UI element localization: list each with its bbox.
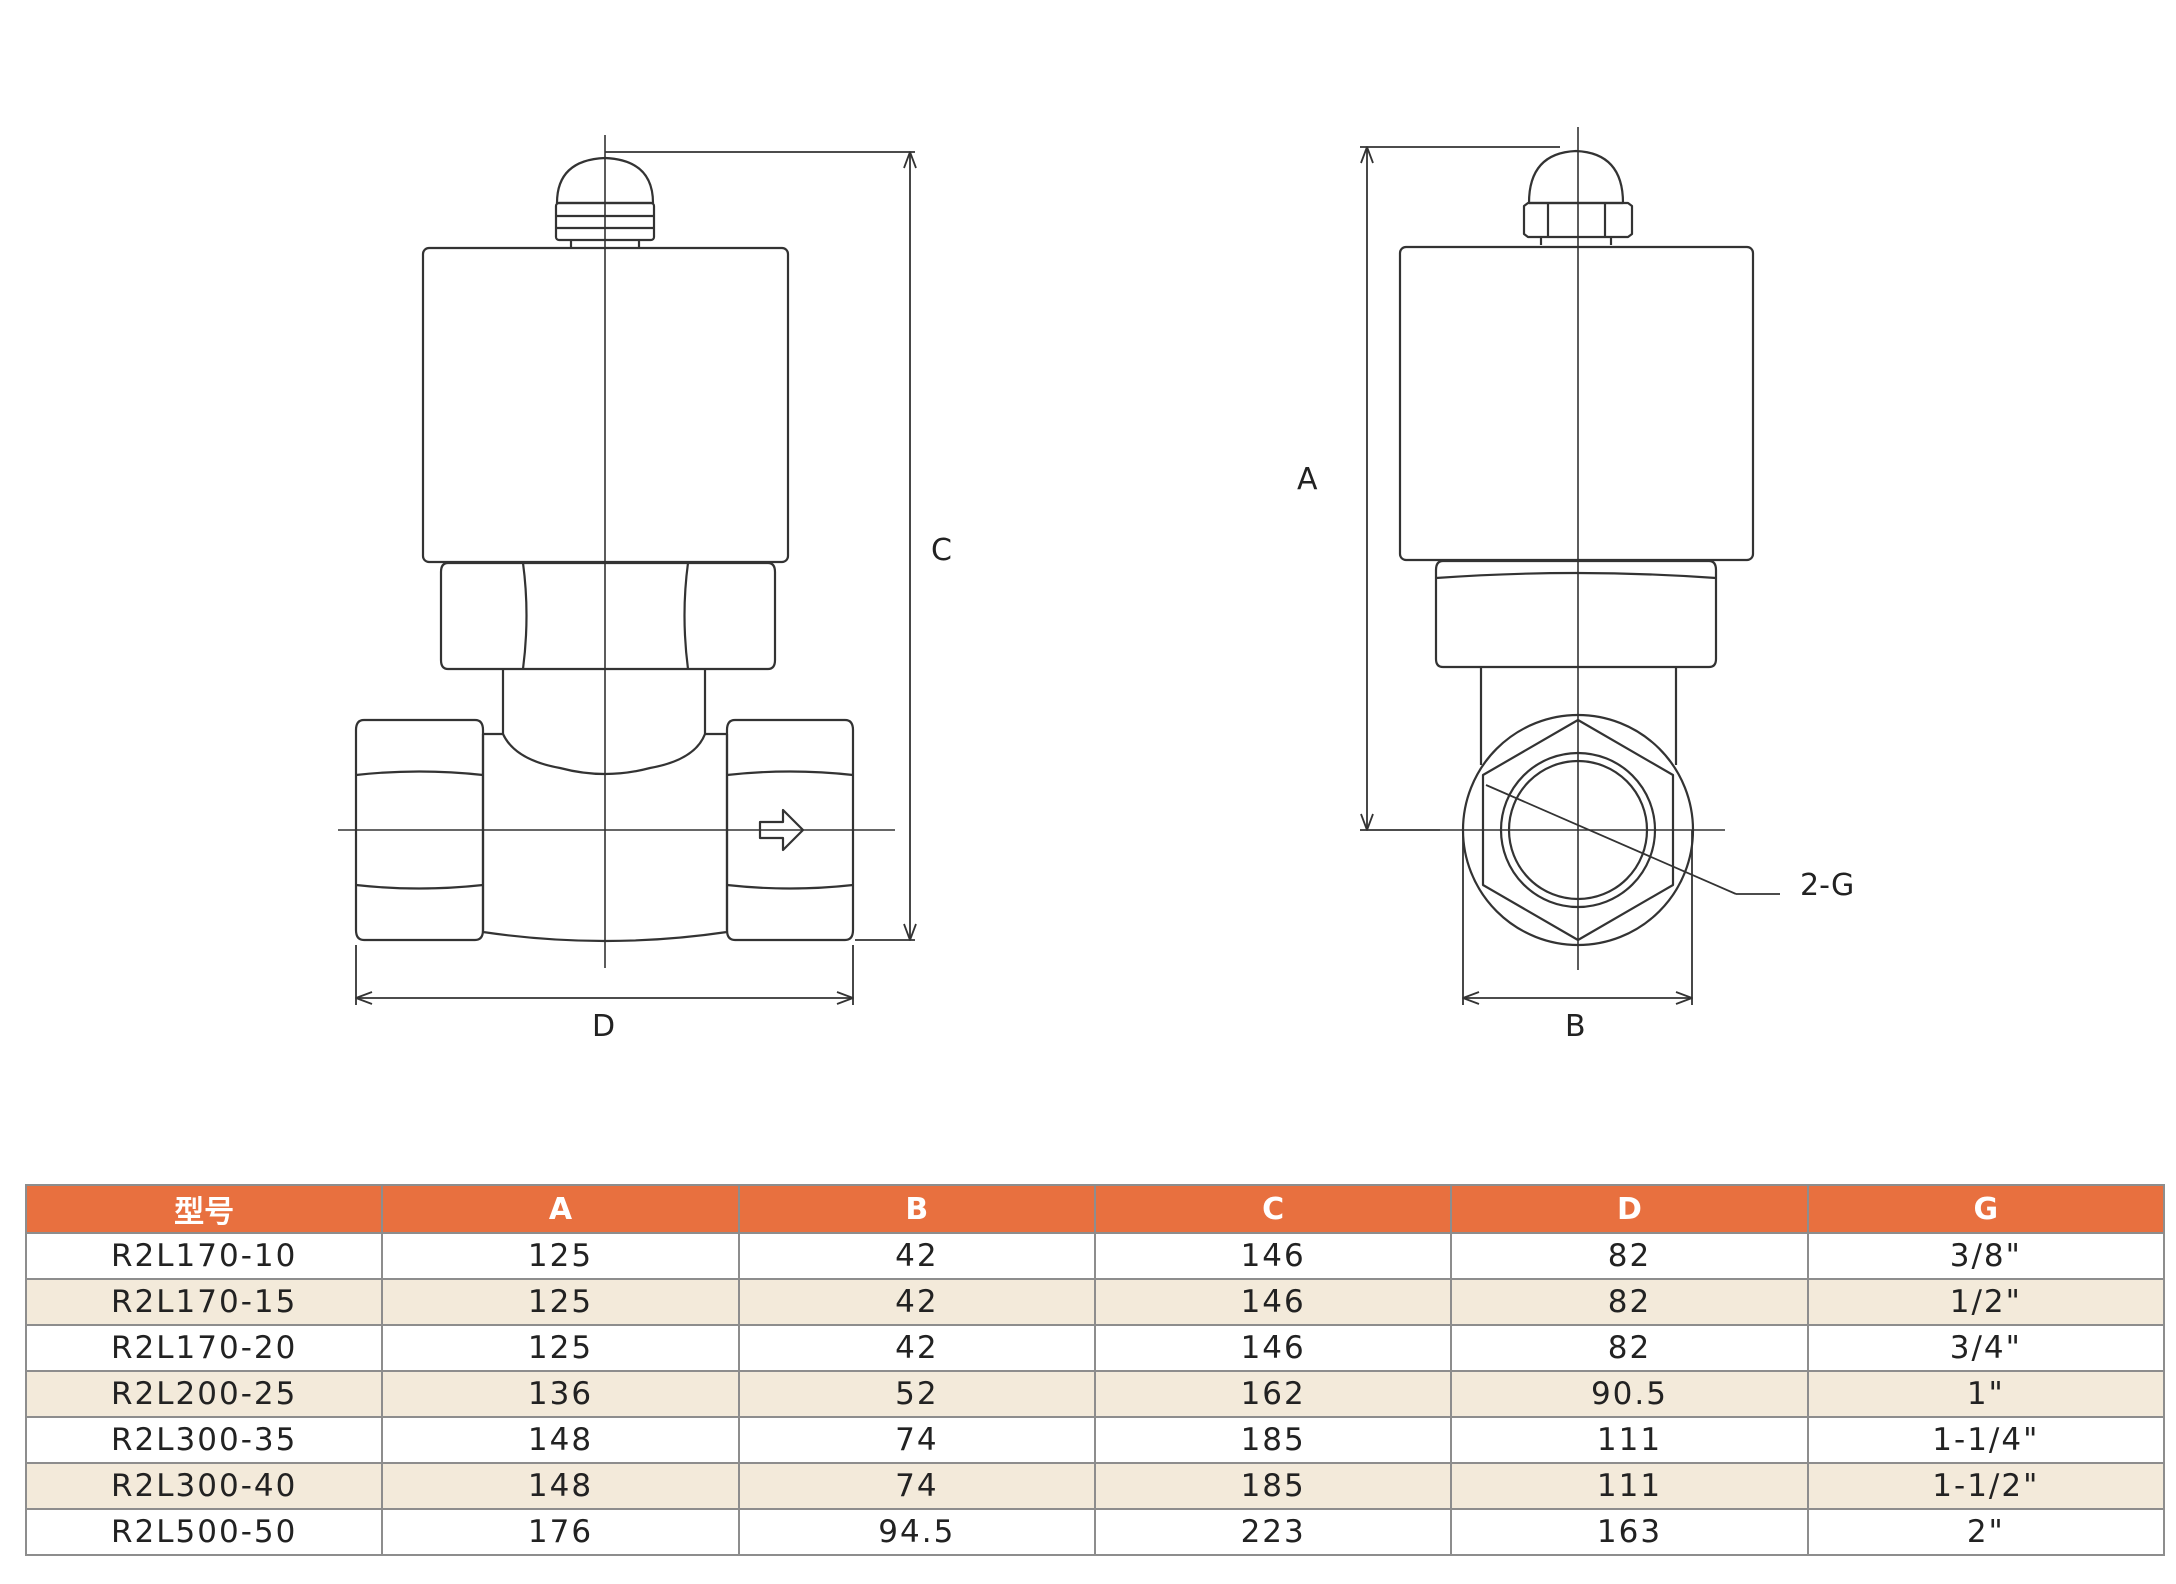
- cell-d: 111: [1450, 1416, 1809, 1464]
- side-coil: [1398, 245, 1755, 562]
- valve-drawing: C D A B 2-G: [338, 127, 1854, 1044]
- header-a: A: [381, 1184, 740, 1234]
- label-2g: 2-G: [1800, 868, 1854, 903]
- table-header-row: 型号 A B C D G: [24, 1184, 2166, 1234]
- cell-b: 42: [737, 1278, 1096, 1326]
- header-b: B: [737, 1184, 1096, 1234]
- label-a: A: [1297, 462, 1318, 497]
- dimension-c: [605, 151, 917, 941]
- cell-d: 163: [1450, 1508, 1809, 1556]
- dimension-b: [1462, 830, 1693, 1005]
- label-b: B: [1565, 1009, 1586, 1044]
- cell-a: 125: [381, 1278, 740, 1326]
- cell-model: R2L300-35: [24, 1416, 384, 1464]
- cell-model: R2L170-15: [24, 1278, 384, 1326]
- cell-g: 1/2": [1806, 1278, 2166, 1326]
- cell-c: 223: [1093, 1508, 1453, 1556]
- cell-g: 1": [1806, 1370, 2166, 1418]
- table-row: R2L300-40 148 74 185 111 1-1/2": [24, 1462, 2166, 1510]
- cell-c: 185: [1093, 1462, 1453, 1510]
- cell-g: 3/8": [1806, 1232, 2166, 1280]
- cell-b: 42: [737, 1232, 1096, 1280]
- table-row: R2L170-15 125 42 146 82 1/2": [24, 1278, 2166, 1326]
- table-row: R2L300-35 148 74 185 111 1-1/4": [24, 1416, 2166, 1464]
- cell-a: 148: [381, 1462, 740, 1510]
- cell-d: 111: [1450, 1462, 1809, 1510]
- cell-a: 136: [381, 1370, 740, 1418]
- cell-c: 146: [1093, 1278, 1453, 1326]
- cell-model: R2L170-10: [24, 1232, 384, 1280]
- cell-g: 3/4": [1806, 1324, 2166, 1372]
- label-c: C: [931, 533, 952, 568]
- cell-c: 162: [1093, 1370, 1453, 1418]
- table-row: R2L170-20 125 42 146 82 3/4": [24, 1324, 2166, 1372]
- cell-b: 52: [737, 1370, 1096, 1418]
- cell-b: 94.5: [737, 1508, 1096, 1556]
- leader-2g: [1485, 784, 1737, 895]
- table-row: R2L170-10 125 42 146 82 3/8": [24, 1232, 2166, 1280]
- cell-c: 146: [1093, 1324, 1453, 1372]
- side-view: [1360, 127, 1780, 1005]
- cell-a: 125: [381, 1232, 740, 1280]
- header-g: G: [1806, 1184, 2166, 1234]
- side-cap-nut: [1522, 201, 1634, 239]
- front-hex-nut: [439, 561, 777, 671]
- dimension-d: [355, 945, 854, 1005]
- dimension-a: [1360, 146, 1560, 831]
- header-model: 型号: [24, 1184, 384, 1234]
- cell-d: 82: [1450, 1324, 1809, 1372]
- cell-a: 176: [381, 1508, 740, 1556]
- cell-a: 148: [381, 1416, 740, 1464]
- cell-b: 42: [737, 1324, 1096, 1372]
- cell-model: R2L170-20: [24, 1324, 384, 1372]
- flow-arrow-icon: [758, 808, 805, 852]
- cell-d: 82: [1450, 1232, 1809, 1280]
- label-d: D: [592, 1009, 615, 1044]
- cell-model: R2L200-25: [24, 1370, 384, 1418]
- table-row: R2L200-25 136 52 162 90.5 1": [24, 1370, 2166, 1418]
- cell-b: 74: [737, 1416, 1096, 1464]
- header-c: C: [1093, 1184, 1453, 1234]
- spec-table: 型号 A B C D G R2L170-10 125 42 146 82 3/8…: [24, 1184, 2166, 1556]
- cell-model: R2L500-50: [24, 1508, 384, 1556]
- side-cap-dome: [1527, 149, 1625, 205]
- cell-b: 74: [737, 1462, 1096, 1510]
- cell-d: 90.5: [1450, 1370, 1809, 1418]
- cell-a: 125: [381, 1324, 740, 1372]
- side-hex-nut: [1434, 559, 1718, 669]
- front-right-port: [725, 718, 855, 942]
- table-row: R2L500-50 176 94.5 223 163 2": [24, 1508, 2166, 1556]
- cell-g: 1-1/2": [1806, 1462, 2166, 1510]
- cell-d: 82: [1450, 1278, 1809, 1326]
- cell-g: 2": [1806, 1508, 2166, 1556]
- front-view: [338, 135, 917, 1005]
- cell-c: 146: [1093, 1232, 1453, 1280]
- cell-model: R2L300-40: [24, 1462, 384, 1510]
- cell-g: 1-1/4": [1806, 1416, 2166, 1464]
- header-d: D: [1450, 1184, 1809, 1234]
- front-left-port: [354, 718, 485, 942]
- cell-c: 185: [1093, 1416, 1453, 1464]
